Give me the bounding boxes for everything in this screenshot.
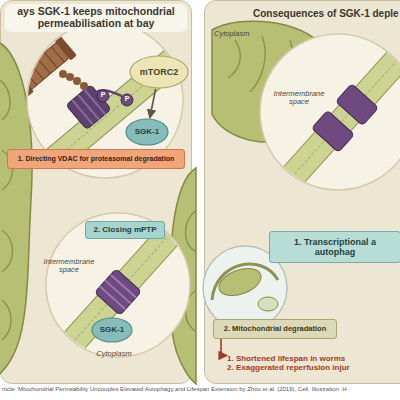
ubiquitin-chain-part xyxy=(59,70,67,78)
sgk1-kinase: SGK-1 xyxy=(91,317,133,343)
box-text: 2. Closing mPTP xyxy=(93,226,156,235)
zoom-circle-bottom-part-part-part xyxy=(105,281,130,304)
box-text: 1. Directing VDAC for proteasomal degrad… xyxy=(18,155,175,163)
outcome-text: 2. Exaggerated reperfusion injur xyxy=(227,364,350,373)
zoom-circle-bottom-part xyxy=(46,213,190,357)
open-pore xyxy=(336,84,379,126)
autophagy-circle-part-part xyxy=(215,263,265,301)
zoom-circle-bottom-part-part-part xyxy=(100,287,125,310)
proteasome-part xyxy=(44,53,57,68)
autophagy-circle-part xyxy=(212,263,278,311)
panel-title: ays SGK-1 keeps mitochondrial permeabili… xyxy=(5,4,187,32)
zoom-circle-bottom-part-part-part xyxy=(111,275,136,298)
consequence-box: 1. Transcriptional a autophag xyxy=(269,231,400,263)
phospho-site xyxy=(121,94,133,106)
outcome-list: 1. Shortened lifespan in worms2. Exagger… xyxy=(227,347,397,381)
sgk1-kinase-shape xyxy=(92,318,132,342)
zoom-circle-right-part-part-part xyxy=(278,44,400,193)
mtorc2-complex: mTORC2 xyxy=(129,55,189,89)
mptp-pore xyxy=(95,269,142,316)
molecule-name: SGK-1 xyxy=(100,326,124,335)
compartment-label: Intermembrane space xyxy=(40,258,98,275)
molecule-name: SGK-1 xyxy=(135,128,159,137)
proteasome-part xyxy=(38,58,51,73)
proteasome-part xyxy=(54,35,77,60)
compartment-label: Cytoplasm xyxy=(214,30,274,38)
box-text: 2. Mitochondrial degradation xyxy=(224,325,327,333)
mechanism-box: 1. Directing VDAC for proteasomal degrad… xyxy=(7,149,185,169)
phospho-site xyxy=(97,90,109,102)
panel-title: Consequences of SGK-1 deple xyxy=(253,6,399,21)
figure-caption: rticle: Mitochondrial Permeability Uncou… xyxy=(2,386,398,393)
consequence-box: 2. Mitochondrial degradation xyxy=(213,319,337,339)
molecule-name: mTORC2 xyxy=(140,67,178,77)
autophagy-circle-part-part xyxy=(212,264,278,300)
phospho-label: P xyxy=(122,95,132,103)
ubiquitin-chain-part xyxy=(80,82,88,90)
vdac-channel-part xyxy=(78,95,99,120)
mechanism-box: 2. Closing mPTP xyxy=(85,221,165,239)
ubiquitin-chain xyxy=(59,70,88,90)
flow-arrow xyxy=(150,89,156,118)
vdac-channel-part xyxy=(72,100,93,125)
ubiquitin-chain-part xyxy=(73,77,81,85)
outcome-text: 1. Shortened lifespan in worms xyxy=(227,355,345,364)
ubiquitin-chain-part xyxy=(66,73,74,81)
compartment-label: Cytoplasm xyxy=(84,350,144,358)
compartment-label: Intermembrane space xyxy=(270,90,328,107)
mtorc2-complex-shape xyxy=(130,56,188,88)
vdac-channel xyxy=(66,85,111,130)
left-mitochondria-part xyxy=(0,80,13,340)
phospho-label: P xyxy=(98,91,108,99)
box-text: 1. Transcriptional a autophag xyxy=(273,237,397,257)
open-pore xyxy=(312,110,355,152)
sgk1-kinase-shape xyxy=(126,119,168,145)
vdac-channel-part xyxy=(66,85,111,130)
sgk1-kinase: SGK-1 xyxy=(125,118,169,146)
autophagy-circle-part-part xyxy=(258,297,278,311)
